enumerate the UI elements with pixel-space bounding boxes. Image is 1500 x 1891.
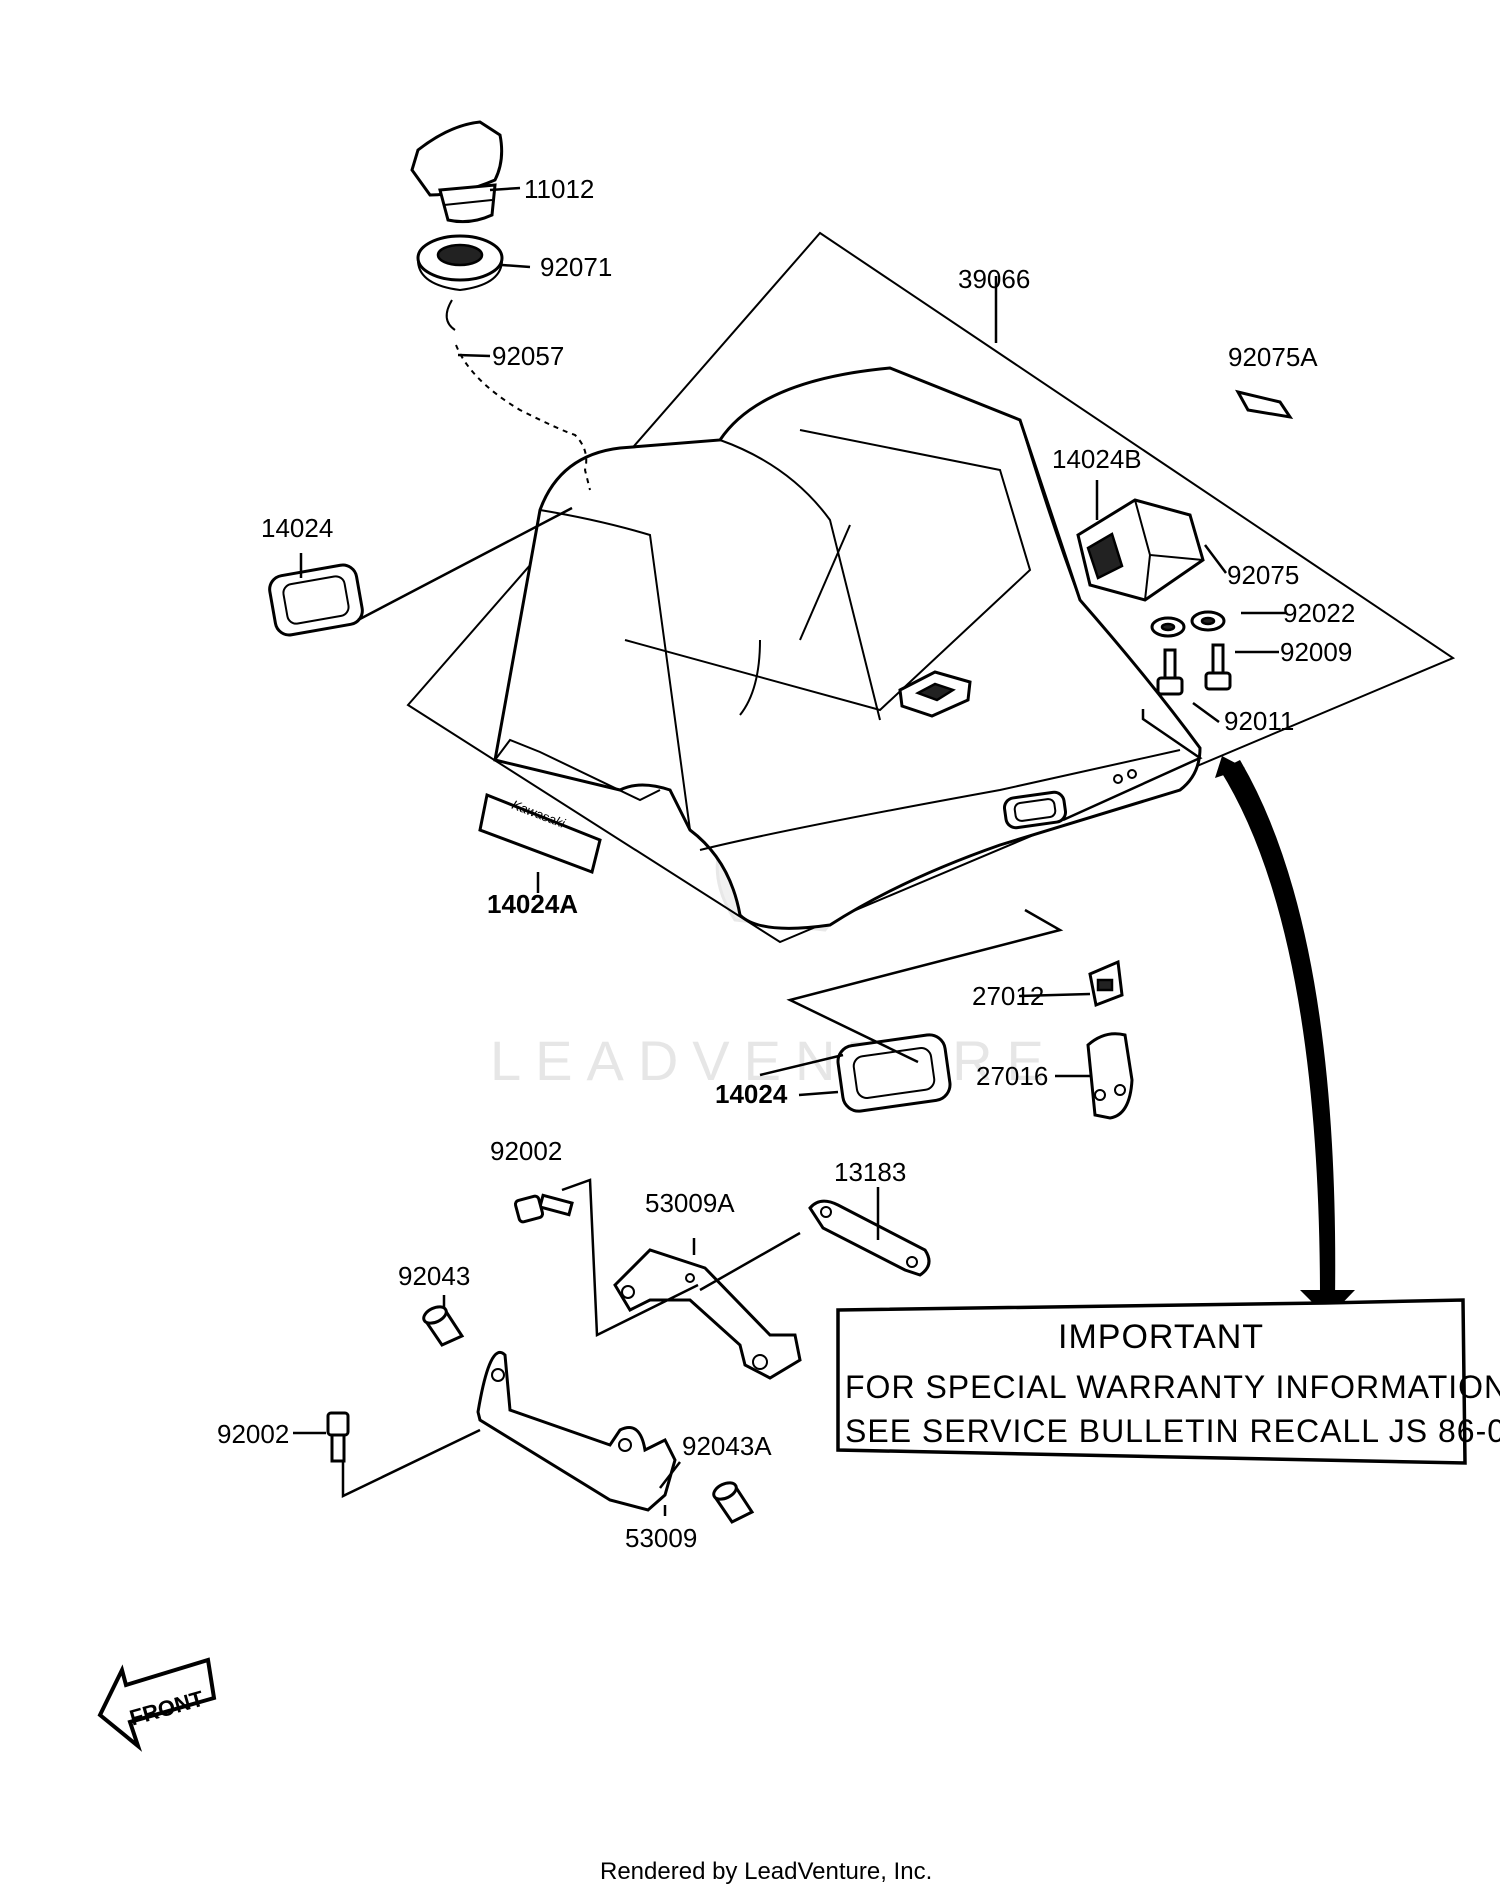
warning-arrow <box>1215 756 1355 1318</box>
label-27016: 27016 <box>976 1061 1048 1091</box>
hood-cover-part <box>493 366 1202 930</box>
label-13183: 13183 <box>834 1157 906 1187</box>
notice-line1: FOR SPECIAL WARRANTY INFORMATION <box>845 1369 1500 1405</box>
label-92075: 92075 <box>1227 560 1299 590</box>
bolt-92002-top-part <box>513 1193 574 1224</box>
label-27012: 27012 <box>972 981 1044 1011</box>
grommet-lower-part <box>836 1033 952 1113</box>
grommet-left-part <box>268 563 364 637</box>
front-direction-arrow: FRONT <box>97 1657 217 1752</box>
label-92011: 92011 <box>1224 706 1294 736</box>
notice-line2: SEE SERVICE BULLETIN RECALL JS 86-09 <box>845 1413 1500 1449</box>
label-11012: 11012 <box>524 174 594 204</box>
chain-part <box>445 299 591 491</box>
plate-13183-part <box>808 1199 931 1277</box>
notice-title: IMPORTANT <box>1058 1318 1264 1356</box>
important-notice-box: IMPORTANT FOR SPECIAL WARRANTY INFORMATI… <box>836 1298 1500 1465</box>
label-92022: 92022 <box>1283 598 1355 628</box>
bolt-92002-bottom-part <box>326 1411 350 1463</box>
label-92043: 92043 <box>398 1261 470 1291</box>
label-53009a: 53009A <box>645 1188 735 1218</box>
clip-92075a-part <box>1235 389 1294 420</box>
label-92002-bottom: 92002 <box>217 1419 289 1449</box>
label-92043a: 92043A <box>682 1431 772 1461</box>
label-53009: 53009 <box>625 1523 697 1553</box>
grommet-ring-part <box>416 234 504 292</box>
decal-part: Kawasaki <box>478 792 602 874</box>
label-92009: 92009 <box>1280 637 1352 667</box>
bracket-53009-part <box>476 1350 677 1512</box>
label-92057: 92057 <box>492 341 564 371</box>
label-92071: 92071 <box>540 252 612 282</box>
label-14024-left: 14024 <box>261 513 333 543</box>
label-14024a: 14024A <box>487 889 578 919</box>
washers-part <box>1150 610 1226 638</box>
label-92002-top: 92002 <box>490 1136 562 1166</box>
label-14024b: 14024B <box>1052 444 1142 474</box>
latch-part <box>1088 959 1124 1008</box>
footer-credit: Rendered by LeadVenture, Inc. <box>600 1858 932 1885</box>
label-92075a: 92075A <box>1228 342 1318 372</box>
pin-92043-part <box>422 1305 465 1347</box>
fuel-cap-part <box>410 120 504 224</box>
label-39066: 39066 <box>958 264 1030 294</box>
pin-92043a-part <box>712 1481 755 1524</box>
label-14024-lower: 14024 <box>715 1079 788 1109</box>
leader-lines <box>293 186 1287 1516</box>
latch-hook-part <box>1086 1032 1134 1120</box>
bolts-part <box>1156 643 1232 696</box>
vent-box-part <box>1076 498 1205 602</box>
bracket-53009a-part <box>613 1248 802 1380</box>
watermark-text: LEADVENTURE <box>490 1029 1058 1092</box>
